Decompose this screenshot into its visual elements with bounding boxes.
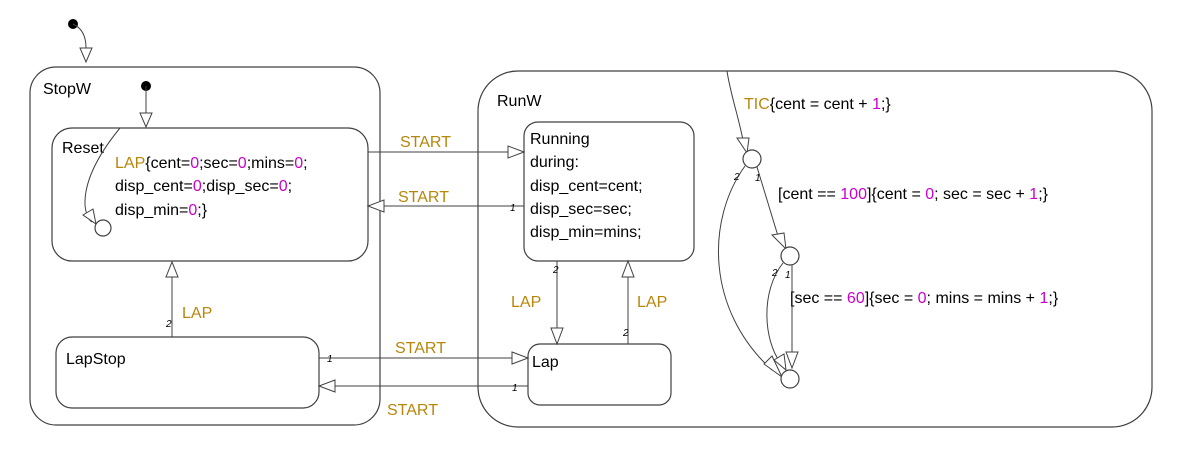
running-during-line-3: disp_sec=sec; xyxy=(530,201,632,218)
transition-running-to-lap-label: LAP xyxy=(511,294,541,311)
transition-cent-check[interactable] xyxy=(756,166,779,237)
reset-action-line-2: disp_cent=0;disp_sec=0; xyxy=(115,178,292,195)
reset-action-number: 0 xyxy=(238,155,247,172)
state-running-label: Running xyxy=(530,131,590,148)
transition-tic-event: TIC xyxy=(744,96,770,113)
sec-check-text: ]{sec = xyxy=(865,290,918,307)
reset-action-text: ; xyxy=(288,178,292,195)
transition-cent-fallthrough-arrowhead xyxy=(763,355,783,378)
transition-lap-to-running-arrowhead xyxy=(621,259,635,278)
state-reset-label: Reset xyxy=(62,140,104,157)
transition-lap-to-lapstop-priority: 1 xyxy=(512,383,518,394)
transition-running-to-reset-priority: 1 xyxy=(510,203,516,214)
cent-check-number: 100 xyxy=(840,186,867,203)
reset-action-text: {cent= xyxy=(145,155,190,172)
reset-action-text: ;sec= xyxy=(199,155,238,172)
transition-running-to-lap-priority: 2 xyxy=(552,265,559,276)
cent-check-number: 1 xyxy=(1029,186,1038,203)
junction-cent[interactable] xyxy=(742,149,762,169)
transition-running-to-reset-label: START xyxy=(398,189,449,206)
transition-sec-check-label: [sec == 60]{sec = 0; mins = mins + 1;} xyxy=(790,290,1059,307)
sec-check-text: [sec == xyxy=(790,290,847,307)
reset-action-text: ;} xyxy=(197,202,207,219)
transition-lap-to-running-priority: 2 xyxy=(622,328,629,339)
reset-action-number: 0 xyxy=(190,155,199,172)
transition-cent-check-priority-false: 2 xyxy=(733,172,740,183)
transition-running-to-reset-arrowhead xyxy=(366,199,385,213)
transition-cent-fallthrough[interactable] xyxy=(717,165,773,371)
reset-action-number: 0 xyxy=(193,178,202,195)
transition-lapstop-to-lap-priority: 1 xyxy=(327,354,333,365)
state-lapstop[interactable] xyxy=(55,336,320,409)
sec-check-text: ; mins = mins + xyxy=(927,290,1040,307)
cent-check-text: ;} xyxy=(1038,186,1048,203)
reset-action-text: disp_min= xyxy=(115,202,188,219)
transition-tic-action-text: {cent = cent + xyxy=(770,96,872,113)
state-running[interactable] xyxy=(523,121,695,262)
state-lap-label: Lap xyxy=(532,354,559,371)
state-lapstop-label: LapStop xyxy=(66,351,126,368)
transition-sec-check-priority-false: 2 xyxy=(771,268,778,279)
transition-tic-action-text: ;} xyxy=(881,96,891,113)
transition-lapstop-to-reset-priority: 2 xyxy=(165,319,172,330)
transition-sec-check-arrowhead xyxy=(785,351,799,370)
transition-lap-to-running-label: LAP xyxy=(637,294,667,311)
transition-lap-to-lapstop-arrowhead xyxy=(317,379,336,393)
default-transition-stopw[interactable] xyxy=(72,23,87,49)
reset-action-number: 0 xyxy=(188,202,197,219)
transition-lapstop-to-reset-arrowhead xyxy=(165,260,179,278)
cent-check-text: ]{cent = xyxy=(867,186,925,203)
reset-action-line-1: LAP{cent=0;sec=0;mins=0; xyxy=(115,155,308,172)
sec-check-number: 1 xyxy=(1039,290,1048,307)
reset-action-text: ;disp_sec= xyxy=(202,178,279,195)
transition-running-to-lap-arrowhead xyxy=(550,327,564,346)
reset-action-text: disp_cent= xyxy=(115,178,193,195)
transition-sec-check-priority-true: 1 xyxy=(785,270,791,281)
transition-lapstop-to-lap-arrowhead xyxy=(511,351,530,365)
transition-sec-fallthrough[interactable] xyxy=(766,262,784,363)
running-during-line-4: disp_min=mins; xyxy=(530,224,642,241)
reset-inner-junction[interactable] xyxy=(94,219,112,237)
transition-cent-check-priority-true: 1 xyxy=(755,173,761,184)
sec-check-text: ;} xyxy=(1048,290,1058,307)
transition-lap-to-lapstop-label: START xyxy=(387,402,438,419)
state-reset[interactable] xyxy=(51,127,369,262)
reset-inner-transition-arrowhead xyxy=(82,208,97,226)
cent-check-number: 0 xyxy=(925,186,934,203)
sec-check-number: 60 xyxy=(847,290,865,307)
transition-tic-label: TIC{cent = cent + 1;} xyxy=(744,96,891,113)
transition-tic-arrowhead xyxy=(736,137,750,155)
reset-action-number: 0 xyxy=(294,155,303,172)
default-transition-stopw-arrowhead xyxy=(79,47,93,64)
default-transition-reset-arrowhead xyxy=(139,112,153,129)
transition-lapstop-to-reset-label: LAP xyxy=(182,305,212,322)
state-lap[interactable] xyxy=(527,343,672,406)
reset-action-text: ;mins= xyxy=(247,155,295,172)
transition-reset-to-running-label: START xyxy=(400,134,451,151)
transition-lapstop-to-lap-label: START xyxy=(395,340,446,357)
transition-cent-check-label: [cent == 100]{cent = 0; sec = sec + 1;} xyxy=(778,186,1049,203)
reset-action-text: ; xyxy=(303,155,307,172)
reset-action-line-3: disp_min=0;} xyxy=(115,202,208,219)
state-stopw-label: StopW xyxy=(43,81,92,98)
junction-sec[interactable] xyxy=(780,246,800,266)
transition-cent-check-arrowhead xyxy=(770,232,787,251)
cent-check-text: [cent == xyxy=(778,186,840,203)
transition-tic[interactable] xyxy=(726,70,744,141)
transition-sec-fallthrough-arrowhead xyxy=(773,353,787,372)
transition-tic-action-number: 1 xyxy=(872,96,881,113)
transition-reset-to-running-arrowhead xyxy=(507,145,526,159)
junction-final[interactable] xyxy=(780,369,800,389)
sec-check-number: 0 xyxy=(918,290,927,307)
reset-action-event: LAP xyxy=(115,155,145,172)
reset-action-number: 0 xyxy=(279,178,288,195)
running-during-line-1: during: xyxy=(530,154,579,171)
running-during-line-2: disp_cent=cent; xyxy=(530,178,643,195)
cent-check-text: ; sec = sec + xyxy=(934,186,1029,203)
state-runw-label: RunW xyxy=(497,93,542,110)
